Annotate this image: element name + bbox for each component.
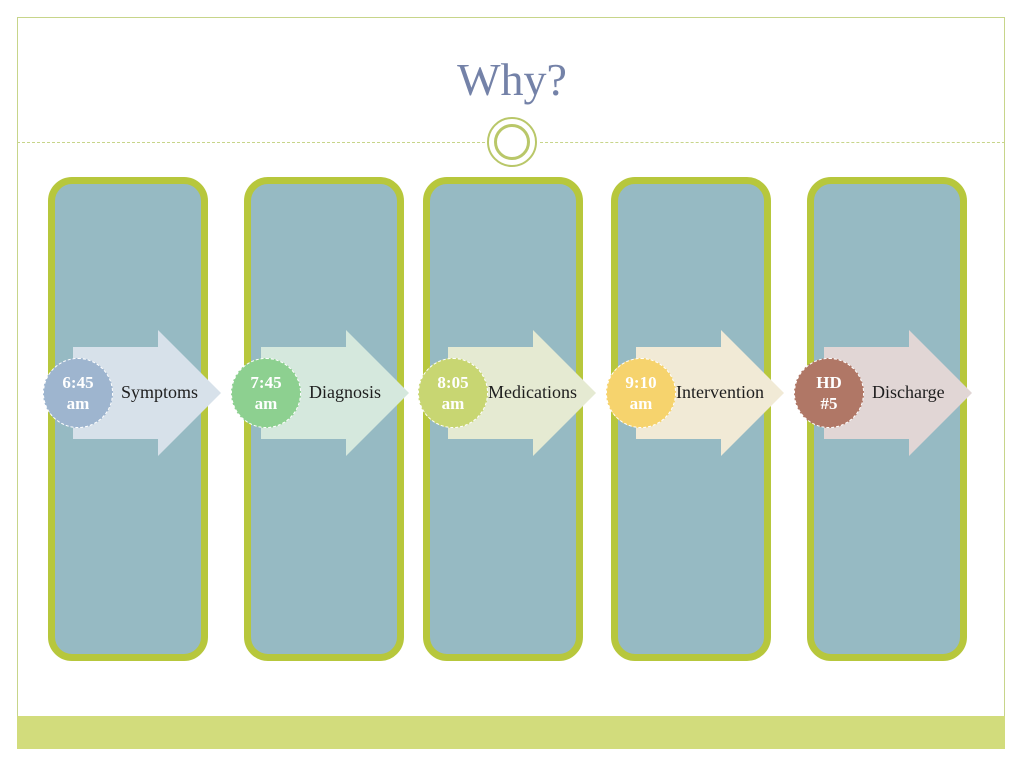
step-arrow-icon xyxy=(636,330,784,456)
time-badge: 6:45 am xyxy=(43,358,113,428)
time-badge: HD #5 xyxy=(794,358,864,428)
ring-ornament-inner xyxy=(494,124,530,160)
timeline-step-2: 7:45 am Diagnosis xyxy=(231,330,421,456)
step-arrow-icon xyxy=(824,330,972,456)
time-badge: 7:45 am xyxy=(231,358,301,428)
time-badge: 9:10 am xyxy=(606,358,676,428)
time-badge: 8:05 am xyxy=(418,358,488,428)
timeline-step-3: 8:05 am Medications xyxy=(418,330,608,456)
timeline-step-5: HD #5 Discharge xyxy=(794,330,984,456)
step-label: Intervention xyxy=(676,382,764,402)
step-arrow-icon xyxy=(73,330,221,456)
timeline-step-1: 6:45 am Symptoms xyxy=(43,330,233,456)
ring-ornament-icon xyxy=(487,117,537,167)
timeline-step-4: 9:10 am Intervention xyxy=(606,330,796,456)
step-label: Symptoms xyxy=(121,382,199,402)
title-divider-left xyxy=(17,142,485,143)
footer-band xyxy=(17,716,1005,749)
step-arrow-icon xyxy=(261,330,409,456)
step-label: Discharge xyxy=(872,382,945,402)
step-label: Medications xyxy=(488,382,577,402)
step-label: Diagnosis xyxy=(309,382,381,402)
step-arrow-icon xyxy=(448,330,596,456)
slide-title: Why? xyxy=(457,54,567,105)
title-divider-right xyxy=(540,142,1005,143)
